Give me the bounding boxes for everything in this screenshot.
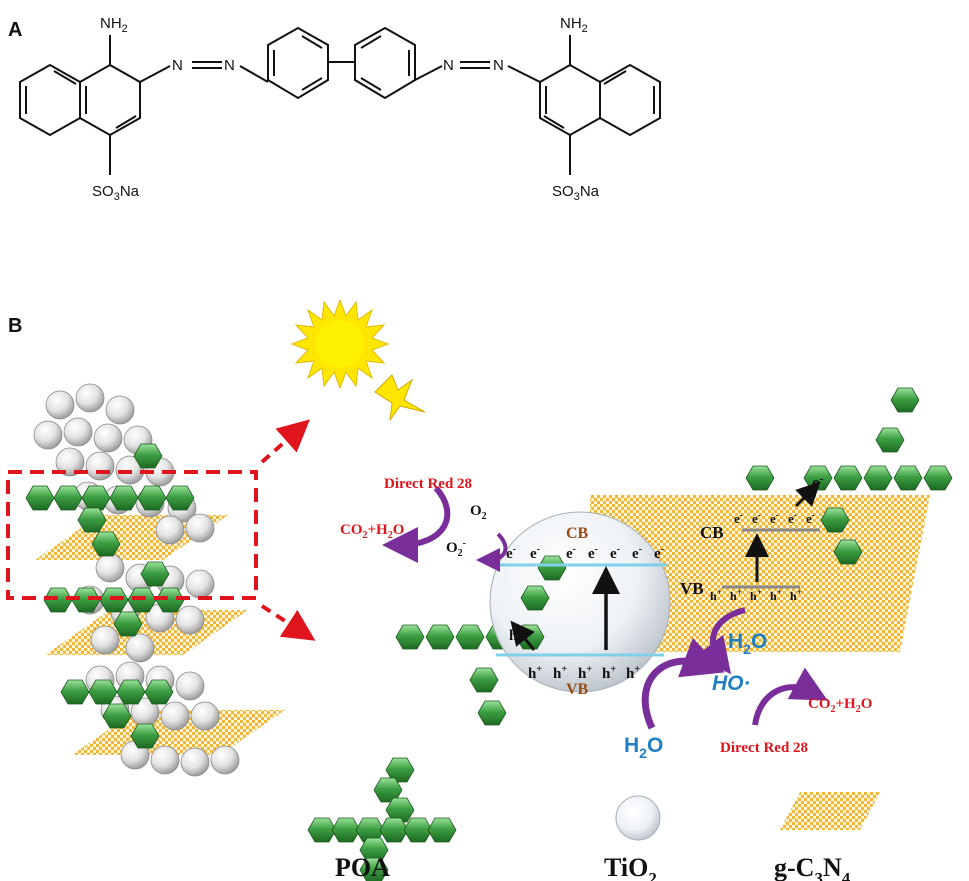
electron-label: e- [588,544,598,562]
electron-label: e- [812,473,824,492]
hole-label: h+ [710,587,722,603]
so3na-left-label: SO3Na [92,183,140,203]
structure-labels: NH2 NH2 N N N N SO3Na SO3Na [92,15,600,203]
hole-label: h+ [602,664,616,682]
products-right-label: CO2+H2O [808,696,872,715]
hole-label: h+ [790,587,802,603]
electron-label: e- [734,510,743,526]
so3na-right-label: SO3Na [552,183,600,203]
water-oxidation-arrow [641,637,725,730]
electron-label: e- [806,510,815,526]
hole-transfer-arrow [510,620,536,651]
dye-right-label: Direct Red 28 [720,740,808,756]
tio2-vb-label: VB [566,681,589,698]
products-left-label: CO2+H2O [340,522,404,541]
legend-gcn-icon [780,792,880,830]
hole-label: h+ [750,587,762,603]
hole-label: h+ [626,664,640,682]
electron-label: e- [654,544,664,562]
electron-label: e- [770,510,779,526]
lightning-icon [374,374,426,421]
panel-b-label: B [8,315,22,337]
electron-label: e- [752,510,761,526]
panel-a-label: A [8,19,22,41]
tio2-holes: h+ h+ h+ h+ h+ h+ [509,626,640,682]
water-label-tio2: H2O [624,734,663,761]
gcn-holes: h+ h+ h+ h+ h+ [710,587,802,603]
sun-icon [290,298,390,390]
vb-water-arrow [694,607,746,675]
azo-n-left-2: N [224,57,235,74]
electron-label: e- [788,510,797,526]
electron-label: e- [530,544,540,562]
dye-left-label: Direct Red 28 [384,476,472,492]
hole-label: h+ [553,664,567,682]
composite-stack [25,383,285,777]
tio2-cb-label: CB [566,525,589,542]
nh2-left-label: NH2 [100,15,128,35]
legend: POA TiO2 g-C3N4 [307,757,880,881]
water-label-gcn: H2O [728,630,767,657]
tio2-electrons: e- e- e- e- e- e- e- [506,544,664,562]
legend-gcn-label: g-C3N4 [774,853,851,881]
gcn-vb-label: VB [680,579,704,598]
azo-n-right-2: N [493,57,504,74]
hole-label: h+ [730,587,742,603]
dye-degradation-arrow-left [382,486,451,563]
dye-degradation-arrow-right [752,667,828,726]
electron-exit-arrow [794,481,821,508]
azo-n-right-1: N [443,57,454,74]
electron-label: e- [506,544,516,562]
hydroxyl-radical-label: HO· [712,672,751,695]
azo-n-left-1: N [172,57,183,74]
congo-red-structure [19,26,661,175]
legend-poa-label: POA [335,853,390,881]
nh2-right-label: NH2 [560,15,588,35]
electron-label: e- [610,544,620,562]
superoxide-label: O2- [446,538,466,559]
electron-label: e- [566,544,576,562]
electron-label: e- [632,544,642,562]
legend-tio2-icon [615,795,661,841]
o2-label: O2 [470,503,487,522]
zoom-selection-box [6,470,258,600]
hole-label: h+ [509,626,523,644]
zoom-arrow-top [260,419,310,464]
hole-label: h+ [528,664,542,682]
hole-label: h+ [770,587,782,603]
gcn-cb-label: CB [700,523,724,542]
gcn-sheet [590,495,930,652]
legend-tio2-label: TiO2 [604,853,657,881]
hole-label: h+ [578,664,592,682]
o2-reduction-arrow [476,532,508,572]
zoom-arrow-bottom [260,604,316,641]
gcn-electrons: e- e- e- e- e- e- [734,473,824,526]
